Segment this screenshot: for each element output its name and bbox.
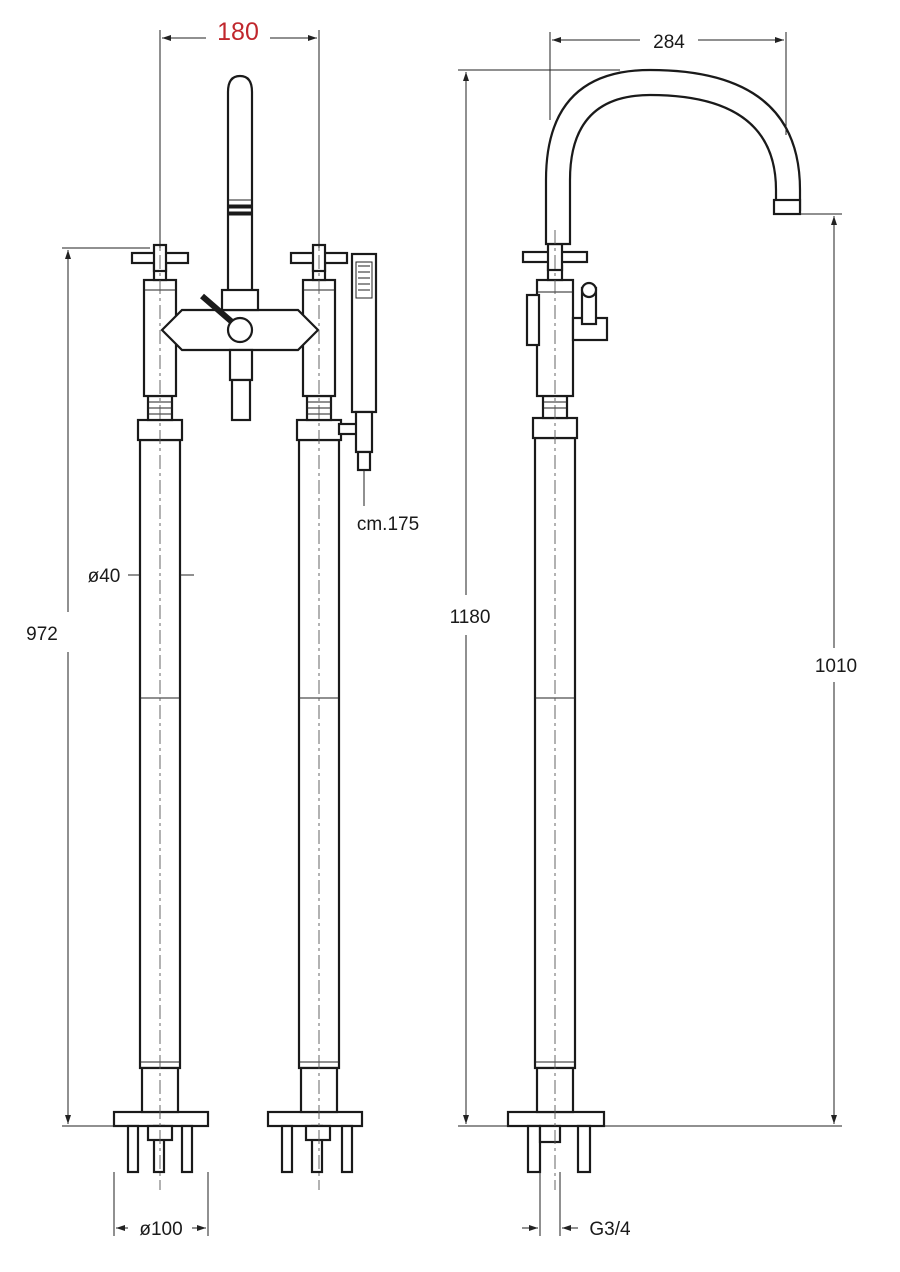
dimension-hose-length: cm.175 [357, 514, 419, 535]
dimension-spacing: 180 [217, 18, 259, 46]
left-base [112, 1066, 210, 1174]
side-lever-icon [571, 281, 609, 342]
dimension-base-diameter: ø100 [139, 1219, 182, 1240]
front-spout [220, 74, 260, 312]
right-base [266, 1066, 364, 1174]
dimension-spout-reach: 284 [653, 32, 685, 53]
side-view [506, 68, 802, 1190]
dimension-height-total: 1180 [450, 607, 491, 628]
dimension-lines [62, 30, 842, 1236]
dimension-pipe-diameter: ø40 [88, 566, 121, 587]
hand-shower-icon [337, 252, 378, 472]
dimension-height-front: 972 [26, 624, 58, 645]
dimension-height-spout: 1010 [815, 656, 857, 677]
mixer-body [160, 293, 320, 422]
side-base [506, 1066, 606, 1174]
dimension-connection: G3/4 [589, 1219, 631, 1240]
front-view [112, 74, 378, 1190]
gooseneck-spout [544, 68, 802, 246]
